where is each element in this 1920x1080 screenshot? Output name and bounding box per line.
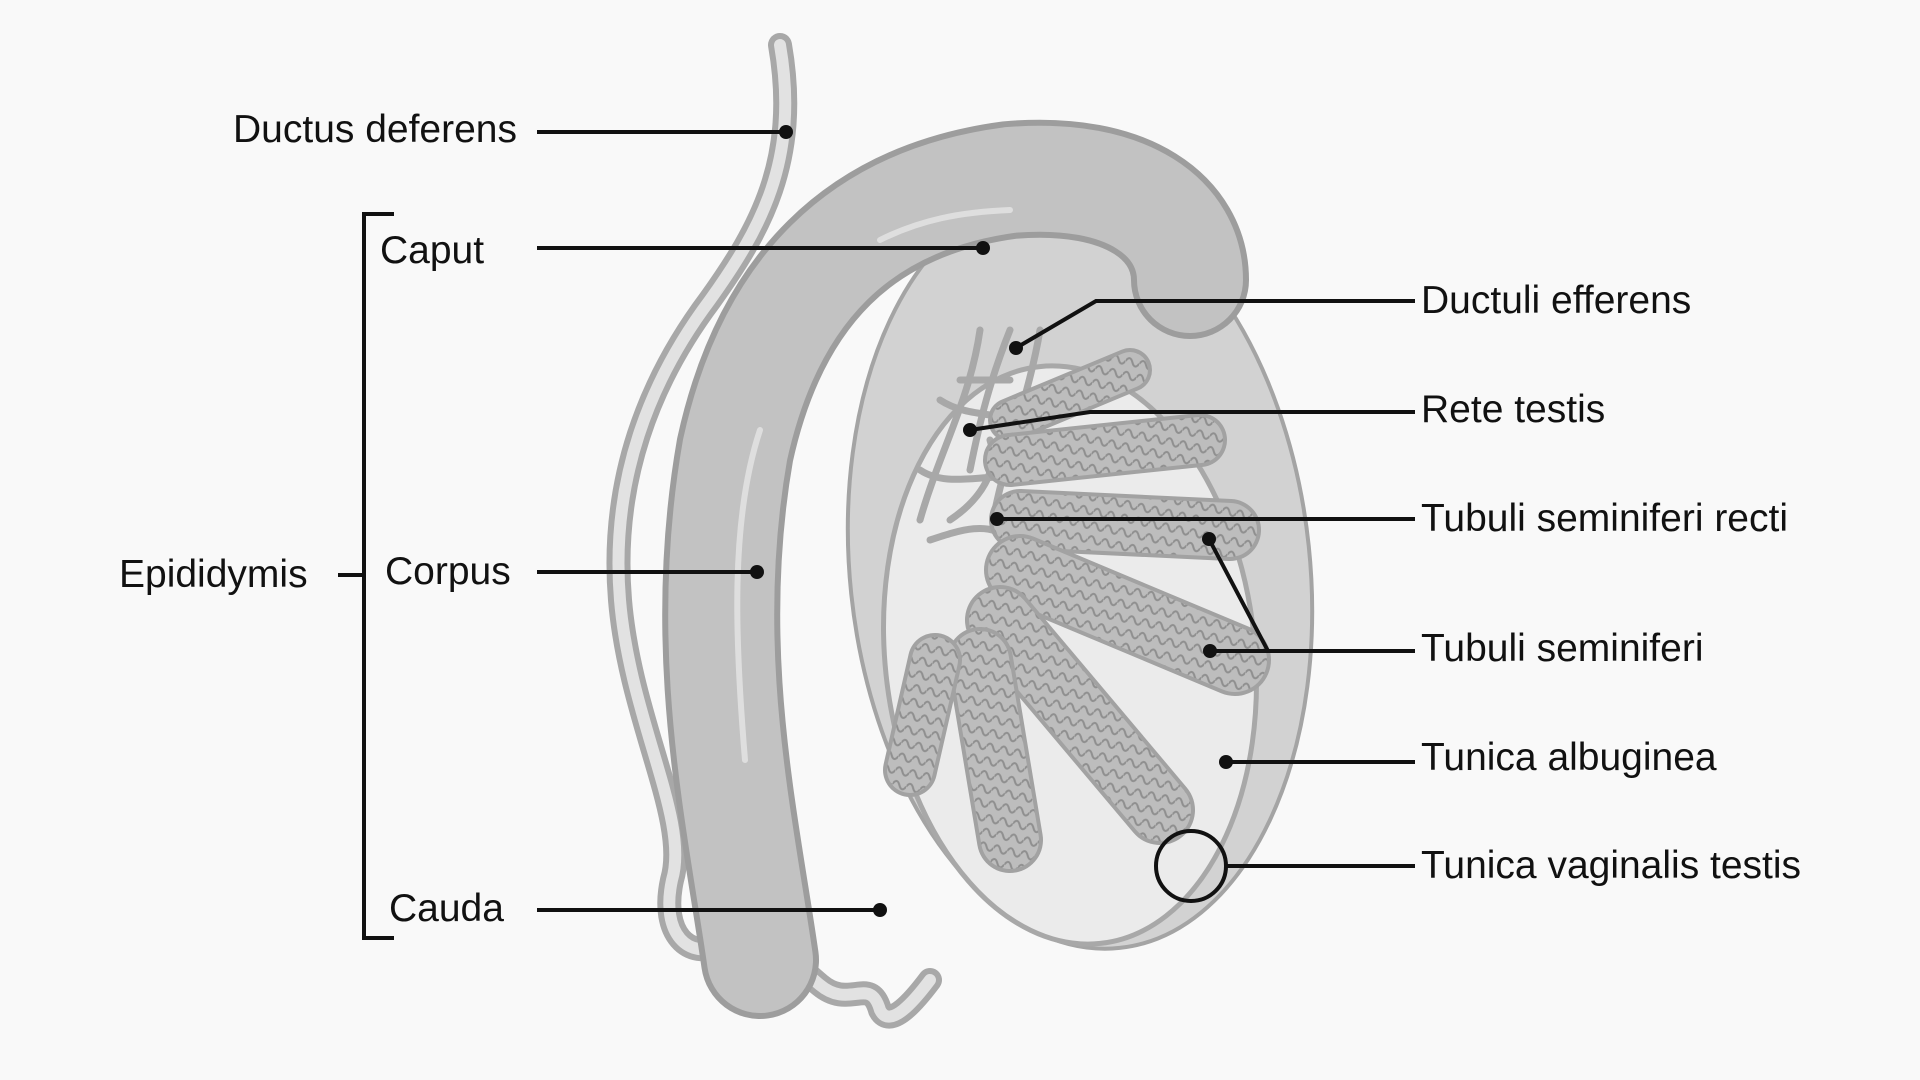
label-caput: Caput	[380, 229, 485, 272]
leader-rete-testis	[969, 410, 1415, 432]
label-tunica-vaginalis-testis: Tunica vaginalis testis	[1421, 844, 1802, 887]
epididymis-body	[662, 119, 1249, 1019]
label-corpus: Corpus	[385, 550, 511, 593]
seminiferous-tubules	[883, 348, 1271, 873]
label-tubuli-seminiferi: Tubuli seminiferi	[1421, 627, 1704, 670]
label-rete-testis: Rete testis	[1421, 388, 1606, 431]
label-cauda: Cauda	[389, 887, 504, 930]
label-tunica-albuginea: Tunica albuginea	[1421, 736, 1717, 779]
label-ductus-deferens: Ductus deferens	[233, 108, 517, 151]
leader-lines	[338, 130, 1415, 940]
rete-testis-network	[916, 326, 1044, 544]
label-epididymis: Epididymis	[119, 553, 308, 596]
leader-ductuli-efferens	[1014, 299, 1415, 350]
tunica-vaginalis-highlight-circle	[1154, 829, 1228, 903]
label-tubuli-seminiferi-recti: Tubuli seminiferi recti	[1421, 497, 1788, 540]
ductus-deferens-tube	[606, 33, 942, 1029]
label-ductuli-efferens: Ductuli efferens	[1421, 279, 1692, 322]
leader-dots	[750, 125, 1233, 917]
